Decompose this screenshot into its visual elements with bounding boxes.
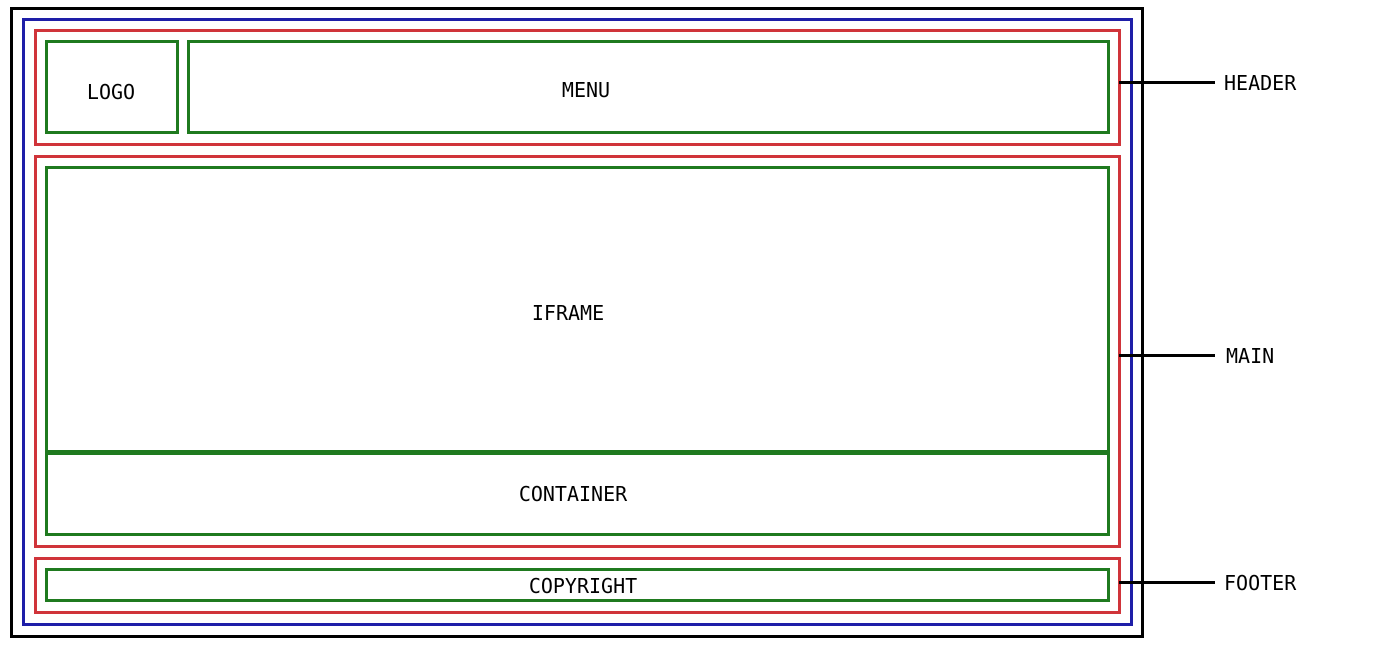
iframe-box [45, 166, 1110, 455]
main-section [34, 155, 1121, 548]
main-callout-label: MAIN [1226, 344, 1275, 368]
footer-section [34, 557, 1121, 614]
header-callout-label: HEADER [1224, 71, 1297, 95]
container-label: CONTAINER [518, 482, 628, 506]
header-section [34, 29, 1121, 146]
container-box [45, 450, 1110, 536]
menu-label: MENU [561, 78, 611, 102]
footer-callout-label: FOOTER [1224, 571, 1297, 595]
main-callout-line [1119, 354, 1215, 357]
page-wrapper [22, 18, 1133, 626]
logo-label: LOGO [86, 80, 136, 104]
footer-callout-line [1119, 581, 1215, 584]
header-callout-line [1119, 81, 1215, 84]
copyright-label: COPYRIGHT [528, 574, 638, 598]
logo-box [45, 40, 179, 134]
copyright-box [45, 568, 1110, 602]
outer-frame [10, 7, 1144, 638]
iframe-label: IFRAME [531, 301, 605, 325]
menu-box [187, 40, 1110, 134]
